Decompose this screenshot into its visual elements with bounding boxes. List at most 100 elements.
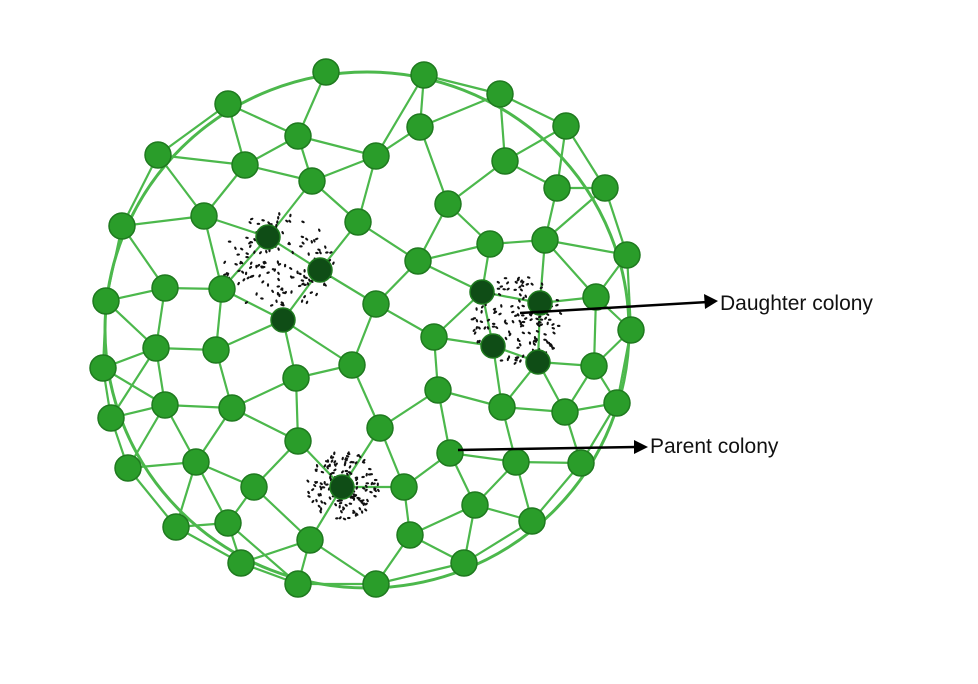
cluster-dot xyxy=(271,268,276,271)
cluster-dot xyxy=(355,481,359,486)
cluster-dot xyxy=(300,299,304,303)
cluster-dot xyxy=(364,484,368,488)
cluster-dot xyxy=(365,472,368,477)
cluster-dot xyxy=(255,264,258,269)
cluster-dot xyxy=(267,221,271,225)
cluster-dot xyxy=(535,317,539,321)
cluster-dot xyxy=(511,320,515,324)
cluster-dot xyxy=(366,498,369,503)
cluster-dot xyxy=(514,314,518,317)
cluster-dot xyxy=(307,495,311,498)
colony-cell xyxy=(282,364,310,392)
colony-cell xyxy=(214,509,242,537)
cluster-dot xyxy=(355,486,358,490)
colony-cell xyxy=(362,570,390,598)
strand-line xyxy=(375,74,425,157)
cluster-dot xyxy=(361,475,365,479)
cluster-dot xyxy=(289,275,293,279)
cluster-dot xyxy=(290,290,293,294)
colony-cell xyxy=(450,549,478,577)
cluster-dot xyxy=(543,333,547,336)
cluster-dot xyxy=(499,285,504,288)
cluster-dot xyxy=(540,282,544,286)
colony-cell xyxy=(580,352,608,380)
colony-cell xyxy=(227,549,255,577)
cluster-dot xyxy=(323,283,327,287)
cluster-dot xyxy=(225,272,230,275)
cluster-dot xyxy=(303,269,306,273)
cluster-dot xyxy=(533,336,537,340)
cluster-dot xyxy=(477,326,481,330)
colony-cell xyxy=(461,491,489,519)
colony-cell xyxy=(424,376,452,404)
cluster-dot xyxy=(499,359,504,362)
cluster-dot xyxy=(352,509,356,513)
cluster-dot xyxy=(369,490,373,494)
colony-cell xyxy=(240,473,268,501)
cluster-dot xyxy=(344,460,347,465)
colony-cell xyxy=(362,142,390,170)
cluster-dot xyxy=(317,504,321,508)
daughter-cell xyxy=(525,349,551,375)
cluster-dot xyxy=(347,516,351,520)
cluster-dot xyxy=(496,287,501,290)
cluster-dot xyxy=(514,358,518,362)
cluster-dot xyxy=(518,285,522,289)
cluster-dot xyxy=(344,503,348,507)
cluster-dot xyxy=(303,283,307,287)
cluster-dot xyxy=(282,291,286,294)
cluster-dot xyxy=(341,470,344,474)
cluster-dot xyxy=(245,252,249,255)
cluster-dot xyxy=(227,240,232,243)
cluster-dot xyxy=(342,506,345,510)
cluster-dot xyxy=(516,346,520,349)
strand-line xyxy=(110,347,157,419)
colony-cell xyxy=(92,287,120,315)
cluster-dot xyxy=(513,288,517,292)
cluster-dot xyxy=(481,305,484,309)
cluster-dot xyxy=(354,513,358,517)
cluster-dot xyxy=(338,502,343,505)
cluster-dot xyxy=(491,325,496,328)
cluster-dot xyxy=(326,459,330,463)
cluster-dot xyxy=(315,251,319,255)
strand-line xyxy=(544,238,628,257)
cluster-dot xyxy=(333,460,337,464)
cluster-dot xyxy=(311,499,315,504)
cluster-dot xyxy=(356,454,360,457)
daughter-cell xyxy=(469,279,495,305)
cluster-dot xyxy=(270,304,274,307)
cluster-dot xyxy=(318,228,321,232)
cluster-dot xyxy=(504,336,508,341)
cluster-dot xyxy=(305,237,309,241)
cluster-dot xyxy=(364,502,368,506)
cluster-dot xyxy=(240,247,244,251)
colony-cell xyxy=(486,80,514,108)
daughter-colony-label: Daughter colony xyxy=(720,292,873,315)
cluster-dot xyxy=(364,508,368,512)
cluster-dot xyxy=(261,280,265,284)
cluster-dot xyxy=(504,322,508,325)
cluster-dot xyxy=(535,337,538,342)
cluster-dot xyxy=(249,244,252,248)
cluster-dot xyxy=(376,482,379,487)
cluster-dot xyxy=(478,339,481,344)
colony-cell xyxy=(202,336,230,364)
cluster-dot xyxy=(323,481,326,485)
cluster-dot xyxy=(297,284,302,288)
cluster-dot xyxy=(517,306,520,310)
colony-cell xyxy=(406,113,434,141)
cluster-dot xyxy=(556,324,561,328)
cluster-dot xyxy=(524,317,528,320)
cluster-dot xyxy=(259,251,262,255)
cluster-dot xyxy=(234,263,238,266)
cluster-dot xyxy=(307,490,310,495)
cluster-dot xyxy=(508,330,511,334)
cluster-dot xyxy=(495,326,499,330)
colony-cell xyxy=(502,448,530,476)
cluster-dot xyxy=(535,330,540,333)
cluster-dot xyxy=(555,303,559,307)
cluster-dot xyxy=(368,467,372,471)
daughter-cell xyxy=(527,290,553,316)
